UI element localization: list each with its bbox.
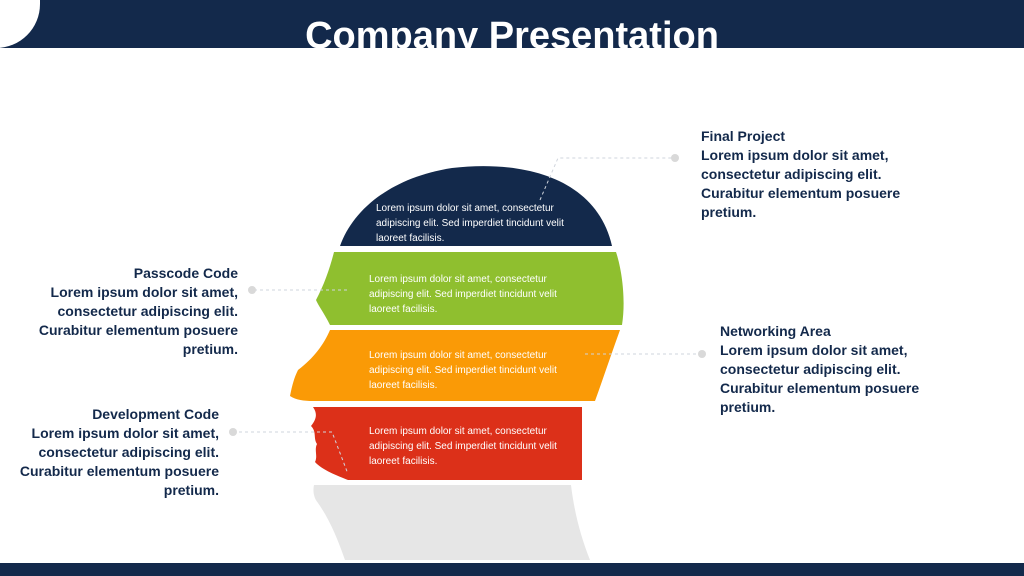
footer-bar xyxy=(0,563,1024,576)
callout-networking-area: Networking Area Lorem ipsum dolor sit am… xyxy=(720,322,930,417)
head-segment-red xyxy=(311,407,582,480)
connector-dot-final-project xyxy=(671,154,679,162)
callout-development-code: Development Code Lorem ipsum dolor sit a… xyxy=(9,405,219,500)
callout-networking-area-title: Networking Area xyxy=(720,323,831,339)
segment-navy-text: Lorem ipsum dolor sit amet, consectetur … xyxy=(376,203,564,244)
connector-dots xyxy=(229,154,706,436)
segment-orange-text: Lorem ipsum dolor sit amet, consectetur … xyxy=(369,350,557,391)
header-bar: Company Presentation xyxy=(0,0,1024,48)
head-segment-orange xyxy=(290,330,620,401)
callout-final-project-title: Final Project xyxy=(701,128,786,144)
connector-lines xyxy=(233,157,702,475)
callout-final-project: Final Project Lorem ipsum dolor sit amet… xyxy=(701,127,911,222)
callout-passcode-code-body: Lorem ipsum dolor sit amet, consectetur … xyxy=(38,284,238,357)
callout-development-code-body: Lorem ipsum dolor sit amet, consectetur … xyxy=(19,425,219,498)
head-neck-segment xyxy=(313,485,590,560)
callout-final-project-body: Lorem ipsum dolor sit amet, consectetur … xyxy=(701,147,901,220)
connector-dot-passcode-code xyxy=(248,286,256,294)
callout-passcode-code-title: Passcode Code xyxy=(133,265,238,281)
segment-green-text: Lorem ipsum dolor sit amet, consectetur … xyxy=(369,274,557,315)
callout-networking-area-body: Lorem ipsum dolor sit amet, consectetur … xyxy=(720,342,920,415)
callout-passcode-code: Passcode Code Lorem ipsum dolor sit amet… xyxy=(28,264,238,359)
connector-dot-networking-area xyxy=(698,350,706,358)
connector-dot-development-code xyxy=(229,428,237,436)
head-segment-green xyxy=(316,252,624,325)
page-title: Company Presentation xyxy=(305,15,719,48)
callout-development-code-title: Development Code xyxy=(92,406,219,422)
segment-red-text: Lorem ipsum dolor sit amet, consectetur … xyxy=(369,426,557,467)
head-segment-navy xyxy=(340,166,612,246)
